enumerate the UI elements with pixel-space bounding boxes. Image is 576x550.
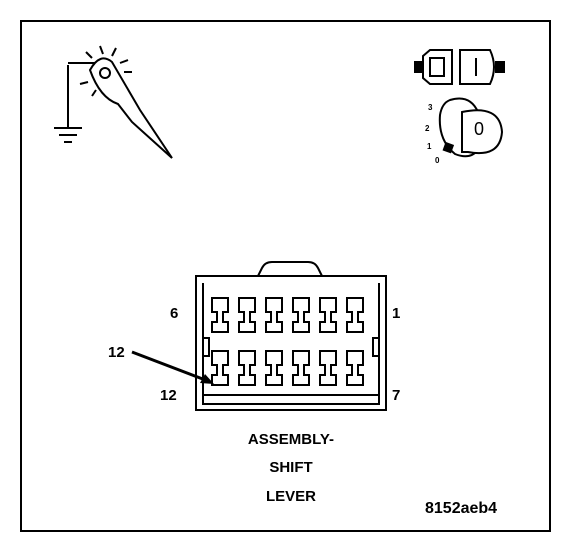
- caption-line-1: ASSEMBLY-: [247, 431, 335, 448]
- diagram-frame: [20, 20, 551, 532]
- ignition-position-label: 0: [435, 156, 440, 165]
- ignition-switch-icon: [438, 97, 504, 158]
- ignition-position-label: 2: [425, 124, 430, 133]
- pin-cavity: [292, 297, 310, 333]
- pin-cavity: [346, 297, 364, 333]
- figure-id: 8152aeb4: [425, 500, 498, 517]
- pin-label-top-left: 6: [170, 305, 179, 322]
- pin-label-bottom-right: 7: [392, 387, 401, 404]
- pin-cavities: [211, 297, 364, 386]
- caption-line-3: LEVER: [265, 488, 316, 505]
- connector-disconnected-icon: [414, 49, 505, 85]
- ignition-position-label: 3: [428, 103, 433, 112]
- pin-cavity: [346, 350, 364, 386]
- pin-cavity: [211, 350, 229, 386]
- connector-housing: [195, 261, 387, 411]
- pin-cavity: [211, 297, 229, 333]
- test-light-icon: [54, 45, 173, 159]
- caption-line-2: SHIFT: [269, 459, 313, 476]
- callout-label: 12: [108, 344, 125, 361]
- pin-cavity: [238, 350, 256, 386]
- pin-cavity: [292, 350, 310, 386]
- pin-cavity: [265, 297, 283, 333]
- pin-label-top-right: 1: [392, 305, 401, 322]
- pin-cavity: [319, 297, 337, 333]
- ignition-key-mark: 0: [474, 119, 485, 139]
- pin-label-bottom-left: 12: [160, 387, 177, 404]
- pin-cavity: [238, 297, 256, 333]
- pin-cavity: [319, 350, 337, 386]
- ignition-position-label: 1: [427, 142, 432, 151]
- pin-cavity: [265, 350, 283, 386]
- callout-arrow: [131, 350, 214, 384]
